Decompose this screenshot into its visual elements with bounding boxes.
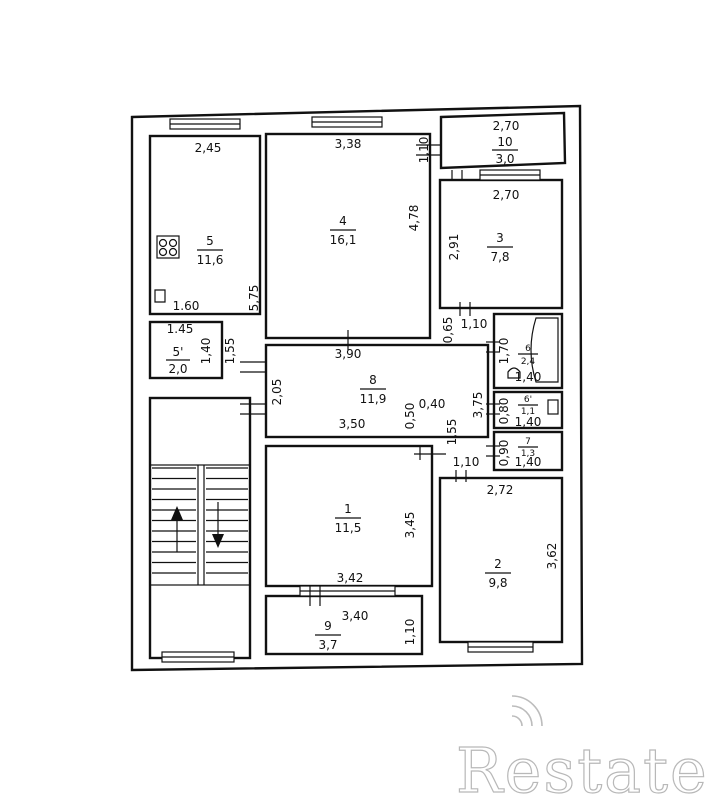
room-label-2: 2 9,8 [485, 557, 511, 590]
dim-8-bottom: 3,50 [339, 417, 366, 431]
dimension-labels: 2,45 3,38 2,70 1,10 4,78 2,70 2,91 5,75 … [167, 119, 559, 645]
room-area-5-prime: 2,0 [168, 362, 187, 376]
dim-1-door: 1,55 [445, 419, 459, 446]
dim-8-depth: 2,05 [270, 379, 284, 406]
room-number-6: 6 [525, 344, 531, 354]
dim-8-top: 3,90 [335, 347, 362, 361]
dim-7-depth: 0,90 [497, 440, 511, 467]
room-number-6-prime: 6' [524, 395, 532, 405]
room-area-2: 9,8 [488, 576, 507, 590]
room-area-7: 1,3 [521, 449, 535, 459]
dim-hall-notch: 0,65 [441, 317, 455, 344]
room-5 [148, 134, 262, 316]
room-7 [492, 430, 564, 472]
room-label-10: 10 3,0 [492, 135, 518, 166]
room-area-4: 16,1 [330, 233, 357, 247]
room-label-9: 9 3,7 [315, 619, 341, 652]
dim-9-depth: 1,10 [403, 619, 417, 646]
door-marks [240, 144, 500, 606]
room-label-5: 5 11,6 [197, 234, 224, 267]
room-area-8: 11,9 [360, 392, 387, 406]
room-label-3: 3 7,8 [487, 231, 513, 264]
room-number-1: 1 [344, 502, 352, 516]
window-room-3 [479, 169, 541, 181]
window-room-9 [299, 585, 396, 597]
dim-6-depth: 1,70 [497, 338, 511, 365]
dim-5-width: 2,45 [195, 141, 222, 155]
room-2 [438, 476, 564, 644]
dim-8-offset: 0,40 [419, 397, 446, 411]
restate-watermark: Restate [455, 695, 709, 800]
room-number-8: 8 [369, 373, 377, 387]
dim-5-depth: 5,75 [247, 285, 261, 312]
room-number-7: 7 [525, 437, 531, 447]
room-number-5-prime: 5' [173, 345, 184, 359]
room-label-8: 8 11,9 [360, 373, 387, 406]
window-room-4 [311, 116, 383, 128]
dim-2-width: 2,72 [487, 483, 514, 497]
dim-1-width: 3,42 [337, 571, 364, 585]
room-number-2: 2 [494, 557, 502, 571]
room-label-4: 4 16,1 [330, 214, 357, 247]
dim-5p-depth: 1,40 [199, 338, 213, 365]
window-room-5 [169, 118, 241, 130]
room-labels: 5 11,6 4 16,1 10 3,0 3 7,8 5' 2,0 8 11,9 [166, 135, 538, 652]
dim-2-door: 1,10 [453, 455, 480, 469]
dim-6p-width: 1,40 [515, 415, 542, 429]
room-number-10: 10 [497, 135, 512, 149]
room-area-1: 11,5 [335, 521, 362, 535]
dim-5p-door: 1,55 [223, 338, 237, 365]
windows [161, 116, 541, 663]
dim-8-step: 0,50 [403, 403, 417, 430]
dim-10-width: 2,70 [493, 119, 520, 133]
dim-4-width: 3,38 [335, 137, 362, 151]
dim-8-right: 3,75 [471, 392, 485, 419]
dim-7-width: 1,40 [515, 455, 542, 469]
dim-3-depth: 2,91 [447, 234, 461, 261]
room-number-3: 3 [496, 231, 504, 245]
dim-10-depth: 1,10 [417, 137, 431, 164]
room-1 [264, 444, 434, 588]
room-number-9: 9 [324, 619, 332, 633]
room-number-4: 4 [339, 214, 347, 228]
dim-3-width: 2,70 [493, 188, 520, 202]
dim-5p-width: 1.45 [167, 322, 194, 336]
room-5-prime [148, 320, 224, 380]
room-9 [264, 594, 424, 656]
room-10 [439, 111, 567, 170]
room-4 [264, 132, 432, 340]
dim-6-door: 1,10 [461, 317, 488, 331]
dim-2-depth: 3,62 [545, 543, 559, 570]
room-label-7: 7 1,3 [518, 437, 538, 459]
dim-9-width: 3,40 [342, 609, 369, 623]
room-label-1: 1 11,5 [335, 502, 362, 535]
dim-4-depth: 4,78 [407, 205, 421, 232]
watermark-text: Restate [456, 734, 709, 800]
dim-6p-depth: 0,80 [497, 398, 511, 425]
room-area-9: 3,7 [318, 638, 337, 652]
room-area-6: 2,4 [521, 357, 536, 367]
dim-5-notch: 1.60 [173, 299, 200, 313]
window-stairs [161, 651, 235, 663]
room-area-10: 3,0 [495, 152, 514, 166]
room-8 [264, 343, 490, 439]
staircase [148, 396, 252, 660]
room-number-5: 5 [206, 234, 214, 248]
room-area-5: 11,6 [197, 253, 224, 267]
room-label-6-prime: 6' 1,1 [518, 395, 538, 417]
room-label-6: 6 2,4 [518, 344, 538, 367]
dim-1-depth: 3,45 [403, 512, 417, 539]
room-area-6-prime: 1,1 [521, 407, 535, 417]
room-6-prime [492, 390, 564, 430]
room-area-3: 7,8 [490, 250, 509, 264]
window-room-2 [467, 641, 534, 653]
room-label-5-prime: 5' 2,0 [166, 345, 190, 376]
dim-6-width: 1,40 [515, 370, 542, 384]
room-6 [492, 312, 564, 390]
